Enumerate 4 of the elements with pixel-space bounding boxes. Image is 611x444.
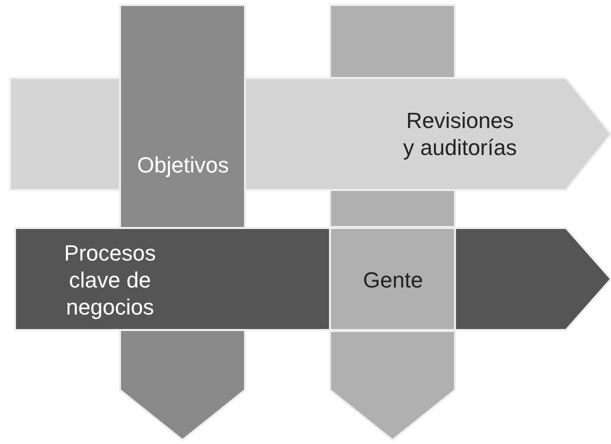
band-label: Procesos clave de negocios xyxy=(63,240,157,320)
band-label: Gente xyxy=(362,266,424,294)
band-label: Objetivos xyxy=(136,152,230,178)
band-label: Revisiones y auditorías xyxy=(402,107,518,161)
